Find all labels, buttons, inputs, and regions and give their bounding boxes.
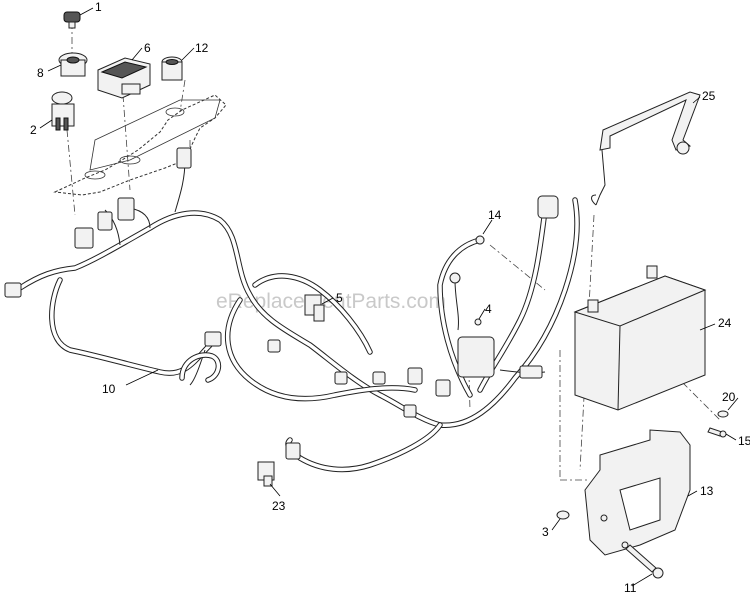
part-25-battery-strap	[591, 91, 701, 206]
part-23-clip	[257, 461, 275, 487]
wiring-harness	[17, 159, 580, 473]
part-20-washer	[717, 410, 729, 418]
part-24-battery	[573, 265, 707, 411]
assembly-lines	[66, 22, 721, 481]
callout-5: 5	[336, 291, 343, 305]
callout-23: 23	[272, 499, 286, 513]
part-10-harness-branch	[179, 352, 222, 383]
callout-8: 8	[37, 66, 44, 80]
callout-14: 14	[488, 208, 502, 222]
callout-12: 12	[195, 41, 209, 55]
callout-1: 1	[95, 0, 102, 14]
part-15-screw	[707, 427, 727, 438]
part-13-battery-tray	[584, 429, 691, 556]
callout-25: 25	[702, 89, 716, 103]
callout-6: 6	[144, 41, 151, 55]
part-1-key	[63, 11, 81, 29]
part-2-pto-switch	[51, 91, 75, 131]
callout-24: 24	[718, 316, 732, 330]
callout-10: 10	[102, 382, 116, 396]
leader-lines	[39, 7, 739, 587]
part-4-fastener	[474, 318, 482, 326]
callout-15: 15	[738, 434, 750, 448]
part-5-clip	[304, 294, 325, 322]
part-3-nut	[556, 510, 570, 520]
part-6-switch-module	[97, 57, 151, 99]
callout-3: 3	[542, 525, 549, 539]
callout-20: 20	[722, 390, 736, 404]
harness-connectors	[4, 147, 559, 460]
callout-2: 2	[30, 123, 37, 137]
control-panel-plate	[53, 94, 227, 196]
callout-13: 13	[700, 484, 714, 498]
callouts: 1 8 6 12 2 25 14 5 4 24 10 20 15 13 23 3…	[30, 0, 750, 595]
part-8-ignition-switch	[58, 52, 88, 77]
callout-4: 4	[485, 302, 492, 316]
part-14-ring-terminal	[475, 235, 485, 245]
part-12-hour-meter	[161, 56, 183, 81]
callout-11: 11	[624, 581, 637, 595]
part-11-bolt	[625, 544, 664, 579]
